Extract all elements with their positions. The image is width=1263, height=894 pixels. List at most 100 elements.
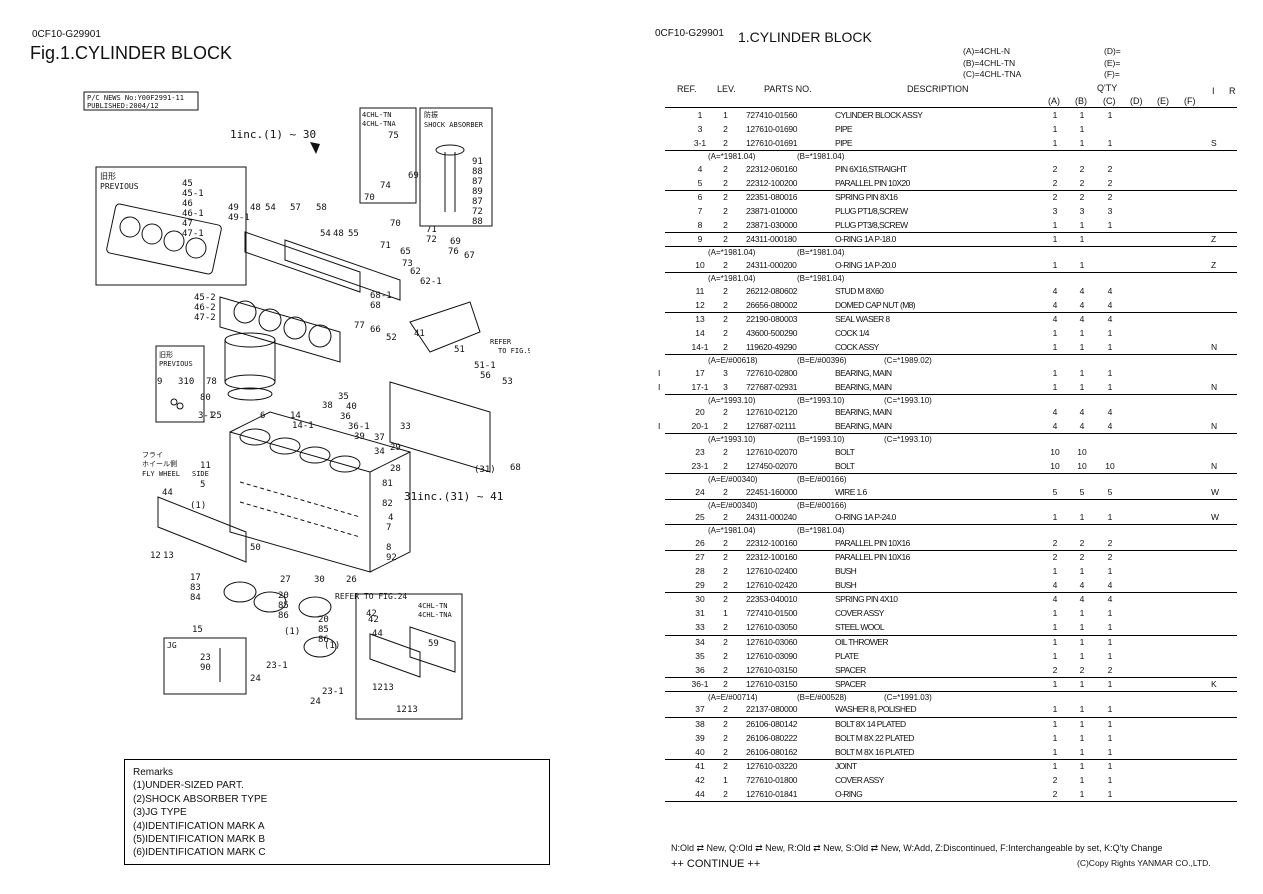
callout-number: 36-1 (348, 422, 370, 432)
exploded-parts-diagram: P/C NEWS No:Y00F2991-11 PUBLISHED:2004/1… (83, 91, 530, 720)
cell-c: 4 (1107, 299, 1113, 310)
cell-a: 1 (1052, 650, 1058, 661)
cell-ref: 24 (695, 486, 705, 497)
cell-c: 1 (1107, 138, 1113, 149)
cell-ir: W (1211, 512, 1220, 523)
callout-number: 92 (386, 553, 397, 563)
callout-number: 20 (278, 591, 289, 601)
header-b: (B) (1075, 96, 1087, 106)
callout-number: 4 (388, 513, 393, 523)
cell-desc: SPACER (835, 678, 866, 689)
cell-desc: O-RING (835, 789, 863, 799)
head-gasket (219, 296, 341, 363)
row-rule (665, 393, 1237, 395)
header-e: (E) (1157, 96, 1169, 106)
cell-ref: 29 (695, 580, 705, 591)
cell-a: 1 (1052, 234, 1058, 245)
cell-desc: BUSH (835, 580, 857, 591)
cell-lev: 2 (723, 732, 728, 743)
callout-number: 45-2 (194, 293, 216, 303)
svg-text:JG: JG (167, 641, 177, 650)
callout-number: 67 (464, 251, 475, 261)
news-line-1: P/C NEWS No:Y00F2991-11 (87, 94, 184, 102)
cell-desc: COCK 1/4 (835, 327, 870, 338)
header-d: (D) (1130, 96, 1143, 106)
model-tag-box-top: 4CHL-TN 4CHL-TNA (359, 107, 417, 204)
cell-a: 1 (1052, 760, 1058, 771)
cell-a: 1 (1052, 367, 1058, 378)
note-text: (A=*1981.04) (708, 152, 756, 162)
cell-a: 1 (1052, 381, 1058, 392)
cell-desc: BEARING, MAIN (835, 407, 892, 418)
cell-desc: SEAL WASER 8 (835, 313, 890, 324)
refer-fig9: REFER (490, 338, 512, 346)
callout-number: 48 (250, 203, 261, 213)
arrow-icon (310, 142, 320, 154)
callout-number: 7 (386, 523, 391, 533)
cell-lev: 2 (723, 407, 728, 418)
cell-ref: 30 (695, 594, 705, 605)
callout-number: 57 (290, 203, 301, 213)
cell-b: 3 (1079, 206, 1085, 217)
cell-desc: PIPE (835, 124, 853, 135)
callout-number: 82 (382, 499, 393, 509)
cell-ref: 1 (697, 110, 703, 120)
callout-number: 85 (318, 625, 329, 635)
callout-number: 72 (472, 207, 483, 217)
cell-c: 1 (1107, 789, 1113, 799)
cell-lev: 2 (723, 138, 728, 149)
cell-pno: 24311-000180 (746, 234, 797, 245)
callout-number: 68 (510, 463, 521, 473)
callout-number: 68 (370, 301, 381, 311)
cell-ref: 38 (695, 718, 705, 729)
cell-ref: 35 (695, 650, 705, 661)
cell-a: 1 (1052, 678, 1058, 689)
cell-b: 4 (1079, 313, 1085, 324)
cell-ir: S (1211, 138, 1217, 149)
callout-number: 25 (211, 411, 222, 421)
valve-cover-gasket (244, 231, 401, 301)
cell-pno: 727610-01800 (746, 774, 798, 785)
callout-number: 42 (366, 609, 377, 619)
callout-number: 86 (318, 635, 329, 645)
note-text: (A=*1981.04) (708, 526, 756, 536)
cell-desc: BOLT (835, 461, 855, 471)
note-text: (B=E/#00528) (797, 692, 847, 702)
previous-bolt-box: 旧形 PREVIOUS (155, 345, 205, 423)
callout-number: 91 (472, 157, 483, 167)
cell-c: 2 (1107, 177, 1113, 188)
cell-desc: COVER ASSY (835, 774, 884, 785)
cell-pno: 22353-040010 (746, 594, 798, 605)
remark-item: (1)UNDER-SIZED PART. (133, 780, 244, 792)
svg-text:4CHL-TNA: 4CHL-TNA (418, 611, 453, 619)
cell-desc: PLUG PT3/8,SCREW (835, 220, 908, 231)
cell-c: 1 (1107, 622, 1113, 633)
callout-number: 69 (450, 237, 461, 247)
header-c: (C) (1103, 96, 1116, 106)
callout-number: 52 (386, 333, 397, 343)
cell-b: 1 (1079, 327, 1085, 338)
callout-number: 74 (380, 181, 391, 191)
cell-ref: 44 (695, 789, 705, 799)
cell-flag: I (658, 421, 661, 432)
cell-lev: 2 (723, 551, 728, 562)
cell-lev: 2 (723, 580, 728, 591)
cell-desc: DOMED CAP NUT (M8) (835, 299, 916, 310)
cell-lev: 2 (723, 678, 728, 689)
cell-a: 4 (1052, 313, 1058, 324)
callout-number: 37 (374, 433, 385, 443)
cell-desc: STUD M 8X60 (835, 285, 884, 296)
cell-b: 1 (1079, 678, 1085, 689)
cell-pno: 727410-01500 (746, 608, 798, 619)
cell-lev: 2 (723, 234, 728, 245)
cell-b: 1 (1079, 512, 1085, 523)
